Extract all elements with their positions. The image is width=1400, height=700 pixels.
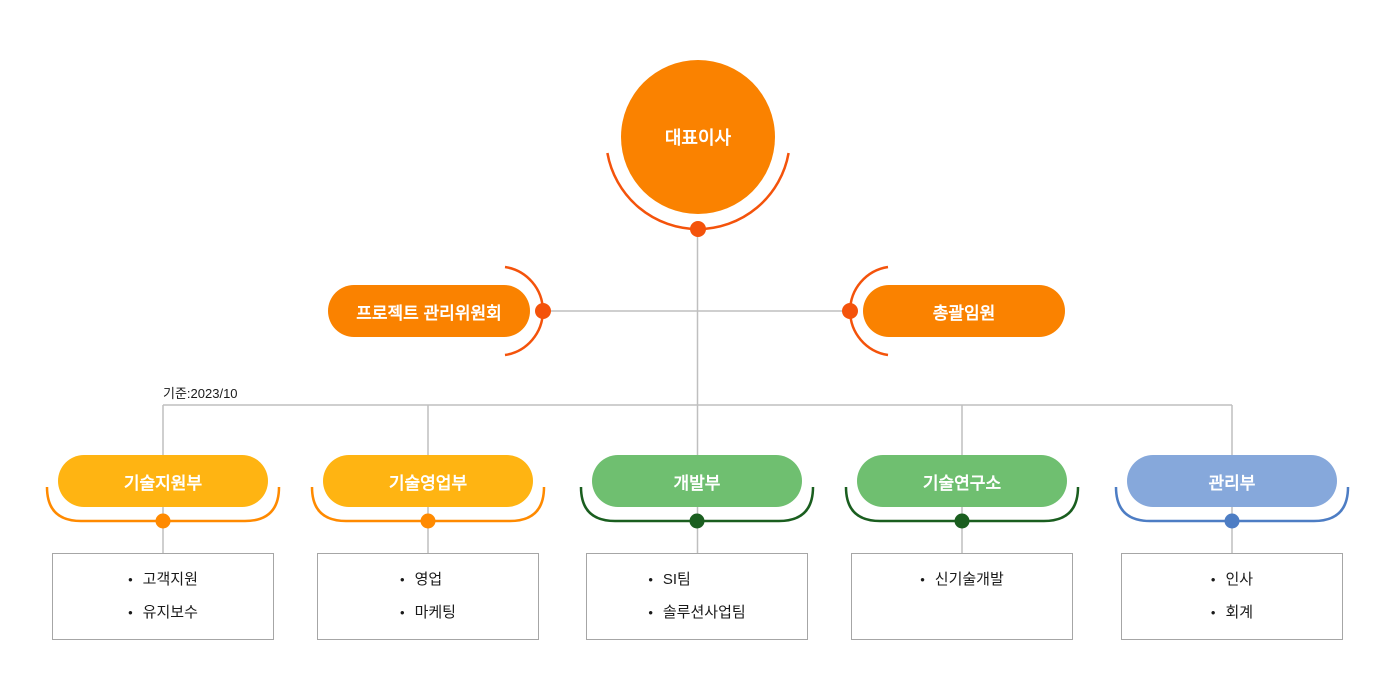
node-project-committee: 프로젝트 관리위원회 [328, 285, 530, 337]
dept-item: SI팀 [648, 563, 745, 596]
dept-box-tech-sales: 영업 마케팅 [317, 553, 539, 640]
dept-node-label: 기술연구소 [922, 473, 1002, 493]
dept-box-admin: 인사 회계 [1121, 553, 1343, 640]
node-ceo-label: 대표이사 [664, 128, 732, 148]
dept-item-list: 영업 마케팅 [400, 563, 456, 639]
dept-node-development: 개발부 [592, 455, 802, 507]
dept-item: 인사 [1211, 563, 1253, 596]
dept-box-tech-support: 고객지원 유지보수 [52, 553, 274, 640]
dept-item: 유지보수 [128, 596, 198, 629]
dept-node-tech-support: 기술지원부 [58, 455, 268, 507]
dept-box-tech-research: 신기술개발 [851, 553, 1073, 640]
node-project-committee-label: 프로젝트 관리위원회 [356, 303, 502, 323]
ceo-dot [690, 221, 706, 237]
dept-item: 신기술개발 [920, 563, 1004, 596]
node-executive-label: 총괄임원 [932, 303, 996, 323]
dept-box-development: SI팀 솔루션사업팀 [586, 553, 808, 640]
staff-right-dot [842, 303, 858, 319]
dept-node-label: 기술지원부 [123, 473, 203, 493]
node-executive: 총괄임원 [863, 285, 1065, 337]
dept-item-list: 신기술개발 [920, 563, 1004, 639]
accent-arcs [504, 152, 889, 357]
staff-left-dot [535, 303, 551, 319]
dept-node-admin: 관리부 [1127, 455, 1337, 507]
dept-node-label: 개발부 [673, 473, 721, 493]
dept-item: 솔루션사업팀 [648, 596, 746, 629]
dept-node-tech-research: 기술연구소 [857, 455, 1067, 507]
dept-item: 회계 [1211, 596, 1253, 629]
dept-item-list: 고객지원 유지보수 [128, 563, 198, 639]
node-ceo: 대표이사 [621, 60, 775, 214]
dept-node-label: 관리부 [1208, 473, 1256, 493]
department-arcs [45, 486, 1350, 529]
standard-date-note: 기준:2023/10 [163, 386, 238, 401]
dept-item-list: 인사 회계 [1211, 563, 1253, 639]
dept-item-list: SI팀 솔루션사업팀 [648, 563, 746, 639]
dept-node-label: 기술영업부 [388, 473, 468, 493]
dept-item: 고객지원 [128, 563, 198, 596]
dept-item: 마케팅 [400, 596, 456, 629]
dept-node-tech-sales: 기술영업부 [323, 455, 533, 507]
dept-item: 영업 [400, 563, 456, 596]
